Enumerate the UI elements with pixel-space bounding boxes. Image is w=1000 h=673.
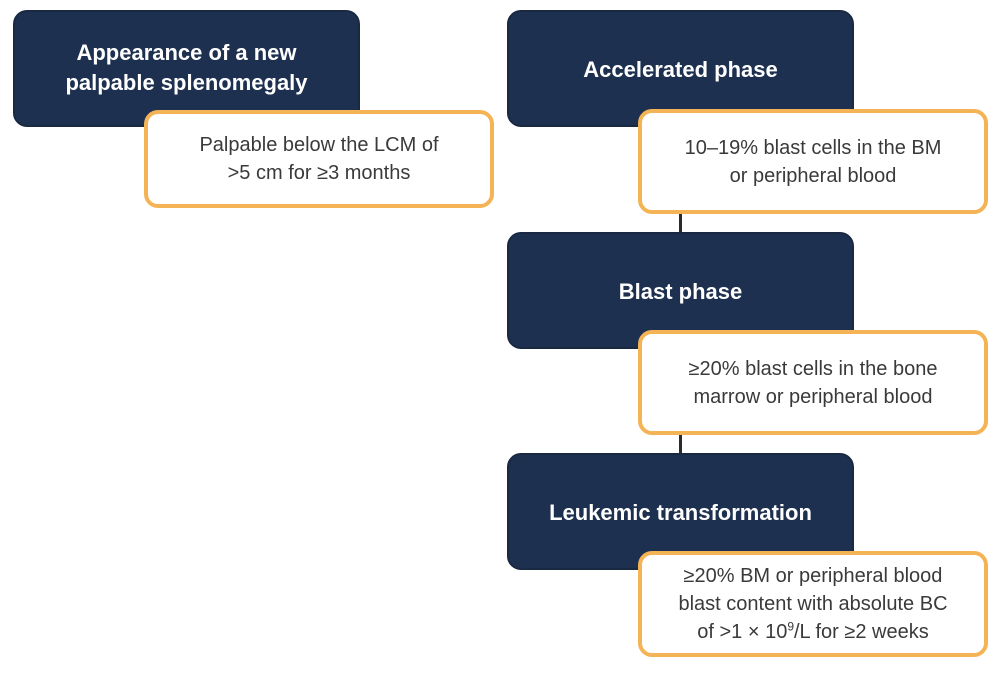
splenomegaly-detail-line1: Palpable below the LCM of [199,134,439,156]
accelerated-detail-line2: or peripheral blood [729,164,897,187]
leukemic-transformation-title: Leukemic transformation [549,500,812,525]
splenomegaly-title: Appearance of a new palpable splenomegal… [65,38,307,98]
leukemic-transformation-box: Leukemic transformation [507,453,854,570]
leukemic-detail-line3-pre: of >1 × 10 [697,621,788,643]
splenomegaly-detail-line2: >5 cm for ≥3 months [227,162,411,184]
splenomegaly-detail: Palpable below the LCM of >5 cm for ≥3 m… [199,131,438,187]
accelerated-detail: 10–19% blast cells in the BM or peripher… [685,134,942,190]
leukemic-detail-box: ≥20% BM or peripheral blood blast conten… [638,551,988,657]
leukemic-detail: ≥20% BM or peripheral blood blast conten… [678,562,947,646]
leukemic-detail-line3-post: /L for ≥2 weeks [794,621,929,643]
blast-phase-title: Blast phase [618,279,743,304]
splenomegaly-title-line1: Appearance of a new [76,40,297,65]
leukemic-detail-line3: of >1 × 109/L for ≥2 weeks [678,618,947,646]
splenomegaly-detail-box: Palpable below the LCM of >5 cm for ≥3 m… [144,110,494,208]
accelerated-phase-title: Accelerated phase [583,57,778,82]
leukemic-detail-line3-sup: 9 [787,619,794,634]
splenomegaly-title-box: Appearance of a new palpable splenomegal… [13,10,360,127]
blast-phase-box: Blast phase [507,232,854,349]
blast-detail-line2: marrow or peripheral blood [693,385,933,408]
connector-blast-to-leukemic [679,425,682,458]
blast-detail-box: ≥20% blast cells in the bone marrow or p… [638,330,988,435]
accelerated-phase-box: Accelerated phase [507,10,854,127]
accelerated-detail-line1: 10–19% blast cells in the BM [684,136,942,159]
splenomegaly-title-line2: palpable splenomegaly [65,70,308,95]
leukemic-detail-line1: ≥20% BM or peripheral blood [683,565,943,587]
blast-detail: ≥20% blast cells in the bone marrow or p… [689,355,938,411]
blast-detail-line1: ≥20% blast cells in the bone [688,357,938,380]
leukemic-detail-line2: blast content with absolute BC [678,593,948,615]
connector-accelerated-to-blast [679,205,682,237]
accelerated-detail-box: 10–19% blast cells in the BM or peripher… [638,109,988,214]
